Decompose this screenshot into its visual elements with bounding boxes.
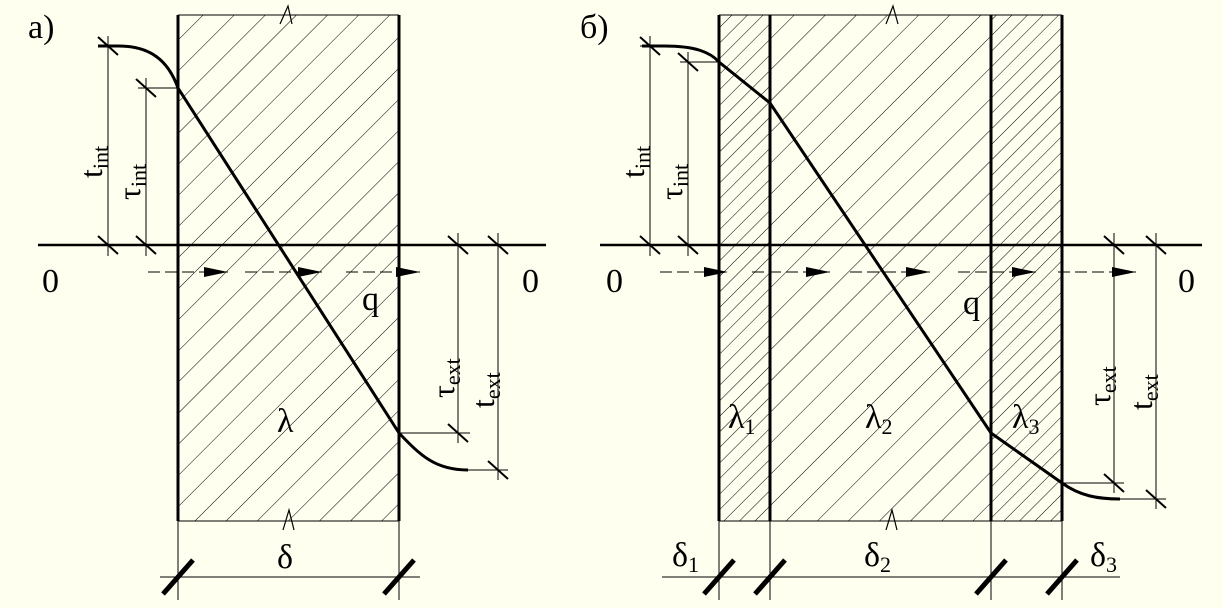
dimension-tick	[97, 36, 119, 56]
panel-b-label: б)	[580, 9, 609, 46]
dimension-tick	[974, 558, 1008, 596]
dimension-tick	[487, 235, 509, 255]
svg-text:τext: τext	[425, 358, 465, 398]
zero-label-b-left: 0	[606, 263, 623, 300]
dimension-tick	[639, 36, 661, 56]
conductivity-label-a: λ	[277, 403, 294, 440]
t-int-label-a: tint	[73, 146, 113, 178]
layer-1-hatch	[719, 15, 770, 521]
layer-3-conductivity-label: λ3	[1012, 399, 1040, 439]
zero-label-a-right: 0	[522, 263, 539, 300]
dimension-tick	[677, 235, 699, 255]
layer-1-conductivity-label: λ1	[728, 399, 756, 439]
dimension-tick	[447, 235, 469, 255]
tau-ext-label-b: τext	[1081, 366, 1121, 406]
tau-int-label-a: τint	[111, 164, 151, 200]
dimension-tick	[1045, 558, 1079, 596]
panel-b: б) 0 0 q tint	[580, 4, 1202, 600]
thickness-label-a: δ	[277, 539, 293, 576]
dimension-tick	[1103, 473, 1125, 493]
layer-2-thickness-label: δ2	[864, 537, 891, 577]
layer-1-thickness-label: δ1	[672, 537, 699, 577]
temperature-profile-b	[642, 44, 1121, 501]
t-int-label-b: tint	[615, 146, 655, 178]
flux-label-b: q	[963, 285, 980, 322]
svg-text:τint: τint	[653, 164, 693, 200]
dimension-tick	[639, 235, 661, 255]
dimension-tick	[753, 558, 787, 596]
svg-text:τext: τext	[1081, 366, 1121, 406]
dimension-tick	[1145, 489, 1167, 509]
dimension-tick	[702, 558, 736, 596]
svg-text:tint: tint	[73, 146, 113, 178]
svg-text:τint: τint	[111, 164, 151, 200]
wall-b-bottom-break-mark	[885, 507, 898, 531]
dimension-tick	[135, 235, 157, 255]
dimension-tick	[1145, 235, 1167, 255]
wall-a-top-break-mark	[279, 4, 293, 25]
t-ext-label-b: text	[1123, 374, 1163, 410]
wall-a-hatch	[178, 15, 399, 521]
tau-int-label-b: τint	[653, 164, 693, 200]
dimension-tick	[382, 558, 416, 596]
tau-ext-label-a: τext	[425, 358, 465, 398]
svg-text:text: text	[1123, 374, 1163, 410]
zero-label-a-left: 0	[42, 263, 59, 300]
dimension-tick	[677, 52, 699, 72]
svg-text:tint: tint	[615, 146, 655, 178]
wall-b-top-break-mark	[885, 4, 899, 25]
dimension-tick	[161, 558, 195, 596]
dimension-tick	[447, 423, 469, 443]
layer-3-thickness-label: δ3	[1090, 537, 1117, 577]
zero-label-b-right: 0	[1178, 263, 1195, 300]
dimension-tick	[97, 235, 119, 255]
layer-3-hatch	[991, 15, 1062, 521]
svg-text:text: text	[465, 372, 505, 408]
wall-a-bottom-break-mark	[282, 507, 295, 531]
layer-2-conductivity-label: λ2	[865, 399, 893, 439]
panel-a-label: а)	[28, 9, 54, 46]
dimension-tick	[135, 78, 157, 98]
panel-a: а) 0 0 q tint τint	[28, 4, 546, 600]
t-ext-label-a: text	[465, 372, 505, 408]
flux-label-a: q	[362, 281, 379, 318]
dimension-tick	[1103, 235, 1125, 255]
dimension-tick	[487, 460, 509, 480]
